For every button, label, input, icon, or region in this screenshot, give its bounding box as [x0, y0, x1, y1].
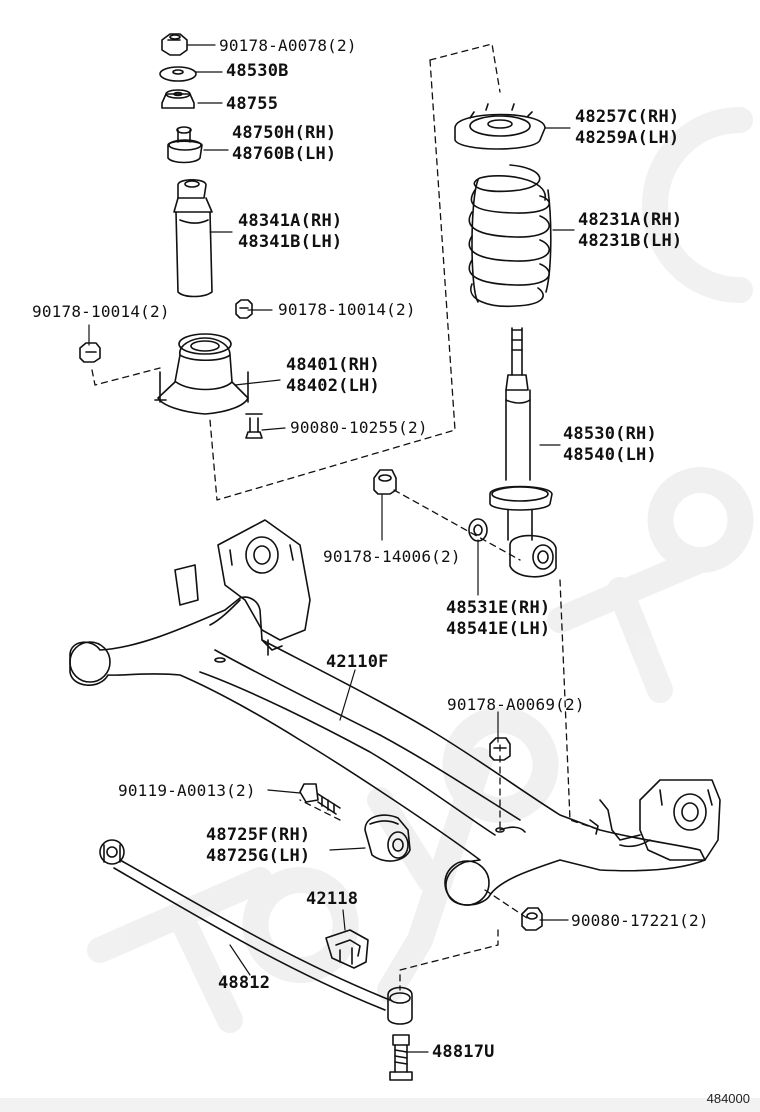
label-90119-a0013: 90119-A0013(2) [118, 781, 256, 800]
label-48812: 48812 [218, 973, 271, 993]
bottom-band [0, 1098, 760, 1112]
label-90080-10255: 90080-10255(2) [290, 418, 428, 437]
label-90080-17221: 90080-17221(2) [571, 911, 709, 930]
label-42110f: 42110F [326, 652, 389, 672]
label-48257c: 48257C(RH) [575, 107, 680, 127]
label-48725g: 48725G(LH) [206, 846, 311, 866]
label-48530: 48530(RH) [563, 424, 657, 444]
leader-lines [88, 44, 575, 1053]
label-48760b: 48760B(LH) [232, 144, 337, 164]
nut-left [79, 342, 101, 363]
label-48817u: 48817U [432, 1042, 495, 1062]
lateral-rod [99, 839, 413, 1025]
label-48755: 48755 [226, 94, 279, 114]
label-48401-48402: 48401(RH) 48402(LH) [286, 355, 380, 397]
dashed-guide-lines [91, 43, 601, 991]
shock-boot [173, 178, 213, 298]
label-48257c-48259a: 48257C(RH) 48259A(LH) [575, 107, 679, 149]
bolt-a0013 [299, 783, 341, 815]
nut-top [161, 33, 188, 56]
coil-spring [468, 164, 552, 308]
label-48402: 48402(LH) [286, 376, 380, 396]
diagram-code: 484000 [706, 1091, 750, 1106]
label-48531e-48541e: 48531E(RH) 48541E(LH) [446, 598, 550, 640]
nut-right [235, 299, 253, 319]
label-90178-10014-right: 90178-10014(2) [278, 300, 416, 319]
cushion-48755 [161, 89, 195, 109]
bushing-48531e [468, 518, 488, 542]
label-48540: 48540(LH) [563, 445, 657, 465]
bracket-42118 [325, 929, 369, 969]
label-48725f: 48725F(RH) [206, 825, 311, 845]
label-48231a: 48231A(RH) [578, 210, 683, 230]
label-48541e: 48541E(LH) [446, 619, 551, 639]
axle-bushing [364, 814, 411, 862]
label-42118: 42118 [306, 889, 359, 909]
label-90178-a0078: 90178-A0078(2) [219, 36, 357, 55]
rear-axle-beam [69, 519, 721, 906]
bolt-10255 [245, 413, 263, 439]
label-48341b: 48341B(LH) [238, 232, 343, 252]
label-48231a-48231b: 48231A(RH) 48231B(LH) [578, 210, 682, 252]
label-48341a: 48341A(RH) [238, 211, 343, 231]
bump-stopper [167, 126, 203, 164]
nut-17221 [521, 907, 543, 931]
label-48530b: 48530B [226, 61, 289, 81]
label-48750h-48760b: 48750H(RH) 48760B(LH) [232, 123, 336, 165]
label-90178-a0069: 90178-A0069(2) [447, 695, 585, 714]
suspension-support [154, 333, 249, 415]
label-90178-14006: 90178-14006(2) [323, 547, 461, 566]
label-48259a: 48259A(LH) [575, 128, 680, 148]
shock-absorber [489, 327, 557, 578]
spring-upper-seat [454, 103, 546, 150]
label-48341a-48341b: 48341A(RH) 48341B(LH) [238, 211, 342, 253]
bolt-48817u [389, 1034, 413, 1081]
label-48401: 48401(RH) [286, 355, 380, 375]
nut-a0069 [489, 737, 511, 761]
label-90178-10014-left: 90178-10014(2) [32, 302, 170, 321]
label-48530-48540: 48530(RH) 48540(LH) [563, 424, 657, 466]
label-48531e: 48531E(RH) [446, 598, 551, 618]
label-48725f-48725g: 48725F(RH) 48725G(LH) [206, 825, 310, 867]
washer-48530b [159, 66, 197, 82]
label-48231b: 48231B(LH) [578, 231, 683, 251]
watermark-letters [87, 107, 754, 1033]
nut-14006 [373, 469, 397, 495]
label-48750h: 48750H(RH) [232, 123, 337, 143]
